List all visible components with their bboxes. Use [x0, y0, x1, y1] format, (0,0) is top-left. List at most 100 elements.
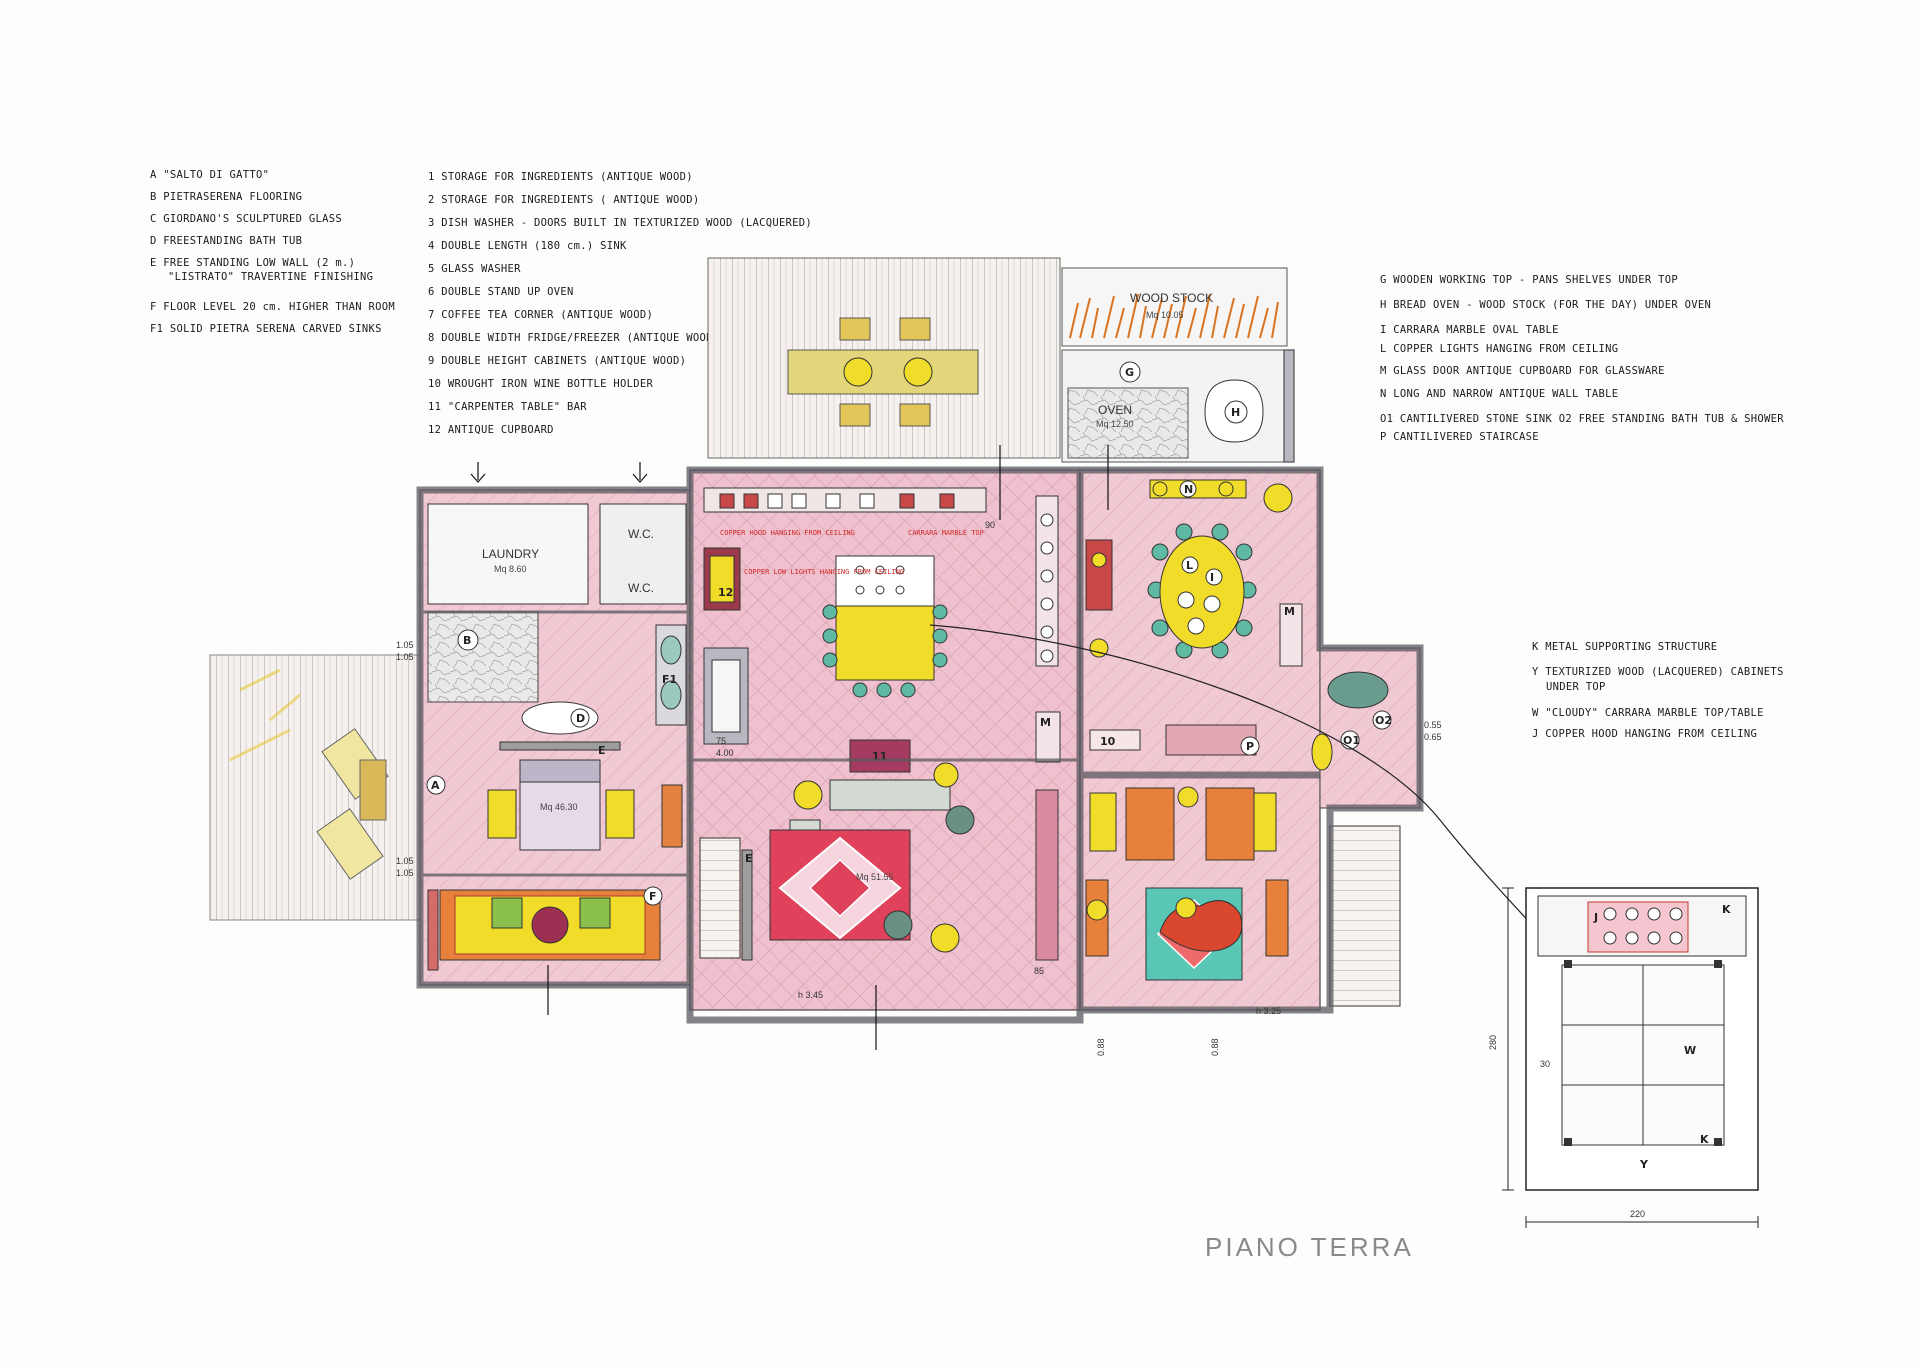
- legend-detail-item: J COPPER HOOD HANGING FROM CEILING: [1532, 728, 1757, 740]
- marker-f: F: [649, 890, 657, 903]
- dim-90: 90: [985, 520, 995, 530]
- marker-e: E: [745, 852, 753, 865]
- marker-w: W: [1684, 1044, 1696, 1057]
- legend-right: G WOODEN WORKING TOP - PANS SHELVES UNDE…: [1380, 274, 1784, 443]
- legend-right-item: N LONG AND NARROW ANTIQUE WALL TABLE: [1380, 388, 1618, 400]
- legend-detail-item: UNDER TOP: [1546, 681, 1606, 693]
- legend-right-item: I CARRARA MARBLE OVAL TABLE: [1380, 324, 1559, 336]
- oven-area: OVEN Mq 12.50 G H: [1061, 349, 1295, 463]
- marker-g: G: [1125, 366, 1134, 379]
- dim-400: 4.00: [716, 748, 734, 758]
- marker-p: P: [1246, 740, 1254, 753]
- legend-left-item: E FREE STANDING LOW WALL (2 m.): [150, 257, 355, 269]
- marker-h: H: [1231, 406, 1240, 419]
- legend-number-item: 3 DISH WASHER - DOORS BUILT IN TEXTURIZE…: [428, 217, 812, 229]
- top-terrace: [707, 257, 1061, 459]
- marker-m: M: [1284, 605, 1295, 618]
- marker-a: A: [431, 779, 440, 792]
- kitchen-living: 12 COPPER HOOD HANGING FROM CEILING CARR…: [689, 469, 1081, 1011]
- oven-area-label: Mq 12.50: [1096, 419, 1134, 429]
- walls: [416, 466, 1424, 1024]
- marker-o1: O1: [1343, 734, 1360, 747]
- marker-10: 10: [1100, 735, 1116, 748]
- legend-detail: K METAL SUPPORTING STRUCTURE Y TEXTURIZE…: [1532, 641, 1784, 740]
- laundry-area-label: Mq 8.60: [494, 564, 527, 574]
- dim-055: 0.55: [1424, 720, 1442, 730]
- legend-number-item: 11 "CARPENTER TABLE" BAR: [428, 401, 587, 413]
- wood-stock-label: WOOD STOCK: [1130, 291, 1213, 305]
- sheet-title: PIANO TERRA: [1205, 1232, 1414, 1262]
- legend-left-item: A "SALTO DI GATTO": [150, 169, 269, 181]
- legend-right-item: L COPPER LIGHTS HANGING FROM CEILING: [1380, 343, 1618, 355]
- dim-088: 0.88: [1096, 1038, 1106, 1056]
- wc-label: W.C.: [628, 581, 654, 595]
- legend-letters: A "SALTO DI GATTO" B PIETRASERENA FLOORI…: [150, 169, 395, 335]
- legend-detail-item: W "CLOUDY" CARRARA MARBLE TOP/TABLE: [1532, 707, 1764, 719]
- marker-m: M: [1040, 716, 1051, 729]
- oven-label: OVEN: [1098, 403, 1132, 417]
- legend-number-item: 8 DOUBLE WIDTH FRIDGE/FREEZER (ANTIQUE W…: [428, 332, 719, 344]
- marker-b: B: [463, 634, 471, 647]
- marker-j: J: [1593, 911, 1598, 924]
- dim-105: 1.05: [396, 652, 414, 662]
- wood-stock-area: WOOD STOCK Mq 10.05: [1061, 267, 1288, 347]
- legend-number-item: 7 COFFEE TEA CORNER (ANTIQUE WOOD): [428, 309, 653, 321]
- legend-right-item: G WOODEN WORKING TOP - PANS SHELVES UNDE…: [1380, 274, 1678, 286]
- note-carrara-marble: CARRARA MARBLE TOP: [908, 529, 984, 537]
- legend-number-item: 4 DOUBLE LENGTH (180 cm.) SINK: [428, 240, 627, 252]
- dim-220: 220: [1630, 1209, 1645, 1219]
- dim-105: 1.05: [396, 640, 414, 650]
- marker-n: N: [1184, 483, 1193, 496]
- legend-left-item: F FLOOR LEVEL 20 cm. HIGHER THAN ROOM: [150, 301, 395, 313]
- legend-left-item: C GIORDANO'S SCULPTURED GLASS: [150, 213, 342, 225]
- dim-h325: h 3.25: [1256, 1006, 1281, 1016]
- marker-k: K: [1700, 1133, 1709, 1146]
- legend-number-item: 5 GLASS WASHER: [428, 263, 521, 275]
- legend-right-item: H BREAD OVEN - WOOD STOCK (FOR THE DAY) …: [1380, 299, 1711, 311]
- marker-d: D: [576, 712, 585, 725]
- marker-o2: O2: [1375, 714, 1392, 727]
- legend-number-item: 10 WROUGHT IRON WINE BOTTLE HOLDER: [428, 378, 654, 390]
- living-area-label: Mq 51.55: [856, 872, 894, 882]
- note-copper-hood: COPPER HOOD HANGING FROM CEILING: [720, 529, 855, 537]
- legend-left-item: "LISTRATO" TRAVERTINE FINISHING: [168, 271, 373, 283]
- right-wing: N I L M 10 P: [1079, 469, 1321, 1011]
- wc-label: W.C.: [628, 527, 654, 541]
- dim-088: 0.88: [1210, 1038, 1220, 1056]
- bath-annex: O2 O1: [1311, 647, 1421, 1007]
- note-low-lights: COPPER LOW LIGHTS HANGING FROM CEILING: [744, 568, 904, 576]
- dimension-labels: 1.05 1.05 1.05 1.05 0.55 0.65 90 75 4.00…: [396, 520, 1442, 1056]
- marker-k: K: [1722, 903, 1731, 916]
- legend-numbers: 1 STORAGE FOR INGREDIENTS (ANTIQUE WOOD)…: [428, 171, 812, 436]
- dim-105: 1.05: [396, 856, 414, 866]
- legend-number-item: 2 STORAGE FOR INGREDIENTS ( ANTIQUE WOOD…: [428, 194, 699, 206]
- dim-30: 30: [1540, 1059, 1550, 1069]
- marker-l: L: [1186, 559, 1193, 572]
- left-wing: LAUNDRY Mq 8.60 W.C. W.C. B F1 D E Mq 46…: [419, 489, 691, 986]
- left-deck: [209, 654, 421, 921]
- legend-detail-item: Y TEXTURIZED WOOD (LACQUERED) CABINETS: [1532, 666, 1784, 678]
- legend-number-item: 1 STORAGE FOR INGREDIENTS (ANTIQUE WOOD): [428, 171, 693, 183]
- marker-f1: F1: [662, 673, 677, 686]
- legend-right-item: M GLASS DOOR ANTIQUE CUPBOARD FOR GLASSW…: [1380, 365, 1665, 377]
- legend-left-item: F1 SOLID PIETRA SERENA CARVED SINKS: [150, 323, 382, 335]
- dim-105: 1.05: [396, 868, 414, 878]
- legend-number-item: 9 DOUBLE HEIGHT CABINETS (ANTIQUE WOOD): [428, 355, 686, 367]
- legend-detail-item: K METAL SUPPORTING STRUCTURE: [1532, 641, 1717, 653]
- legend-right-item: P CANTILIVERED STAIRCASE: [1380, 431, 1539, 443]
- marker-e: E: [598, 744, 606, 757]
- legend-left-item: B PIETRASERENA FLOORING: [150, 191, 302, 203]
- island-detail: J K W K Y 280 220 30: [1488, 887, 1759, 1228]
- dim-065: 0.65: [1424, 732, 1442, 742]
- bedroom-area-label: Mq 46.30: [540, 802, 578, 812]
- dim-75: 75: [716, 736, 726, 746]
- marker-12: 12: [718, 586, 733, 599]
- dim-280: 280: [1488, 1035, 1498, 1050]
- wood-stock-area-label: Mq 10.05: [1146, 310, 1184, 320]
- dim-h345: h 3.45: [798, 990, 823, 1000]
- laundry-label: LAUNDRY: [482, 547, 539, 561]
- marker-y: Y: [1639, 1158, 1649, 1171]
- dim-85: 85: [1034, 966, 1044, 976]
